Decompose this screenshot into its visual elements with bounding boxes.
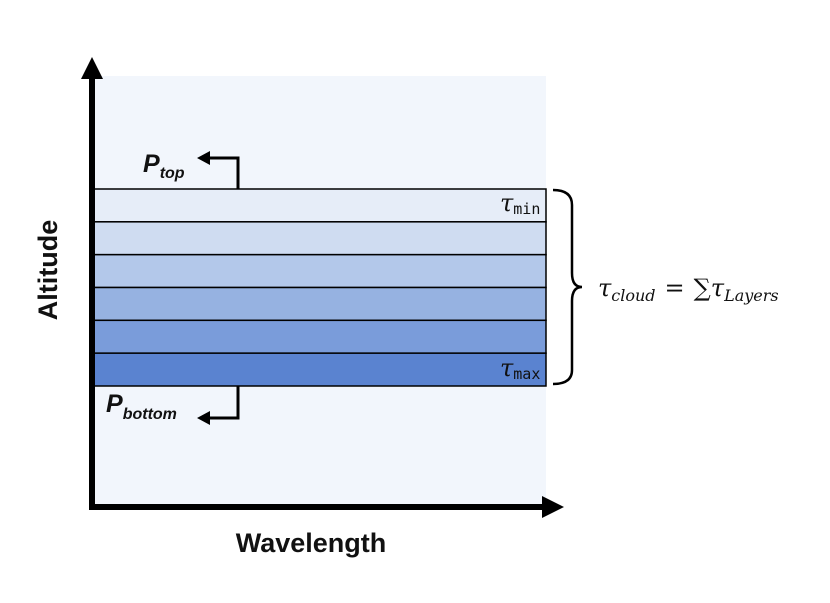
cloud-layer-5 (91, 319, 547, 354)
equation-lhs-subscript: cloud (611, 286, 655, 305)
cloud-layer-1 (91, 188, 547, 223)
pressure-top-annotation: Ptop (143, 150, 240, 189)
pressure-bottom-symbol: P (106, 390, 123, 418)
layer-sum-brace (552, 188, 583, 386)
tau-min-label: τmin (500, 189, 540, 218)
pressure-top-label: Ptop (143, 150, 185, 182)
cloud-optical-depth-equation: τcloud=∑τLayers (598, 274, 779, 305)
tau-min-symbol: τ (500, 189, 514, 217)
pressure-bottom-subscript: bottom (123, 406, 177, 423)
x-axis-label: Wavelength (236, 528, 387, 558)
pressure-top-arrowhead (197, 151, 210, 165)
cloud-layer-6 (91, 352, 547, 387)
y-axis-arrowhead (81, 57, 103, 79)
pressure-bottom-label: Pbottom (106, 390, 177, 423)
equation-operator: = (665, 274, 685, 302)
tau-min-subscript: min (513, 200, 540, 218)
pressure-top-arrow-line (208, 156, 240, 189)
tau-max-label: τmax (500, 354, 540, 383)
cloud-layers (91, 188, 547, 387)
cloud-layer-2 (91, 221, 547, 256)
equation-rhs-symbol: τ (711, 274, 725, 302)
equation-sum-symbol: ∑ (694, 274, 711, 302)
axes (81, 57, 564, 518)
pressure-bottom-arrow-line (208, 386, 240, 420)
pressure-top-symbol: P (143, 150, 160, 178)
y-axis-label: Altitude (33, 220, 63, 321)
x-axis-arrowhead (542, 496, 564, 518)
pressure-bottom-arrowhead (197, 411, 210, 425)
equation-rhs-subscript: Layers (723, 286, 779, 305)
equation-lhs-symbol: τ (598, 274, 612, 302)
tau-max-symbol: τ (500, 354, 514, 382)
tau-max-subscript: max (513, 365, 540, 383)
cloud-layer-4 (91, 286, 547, 322)
pressure-top-subscript: top (160, 165, 185, 182)
cloud-layer-3 (91, 253, 547, 289)
pressure-bottom-annotation: Pbottom (106, 386, 240, 425)
